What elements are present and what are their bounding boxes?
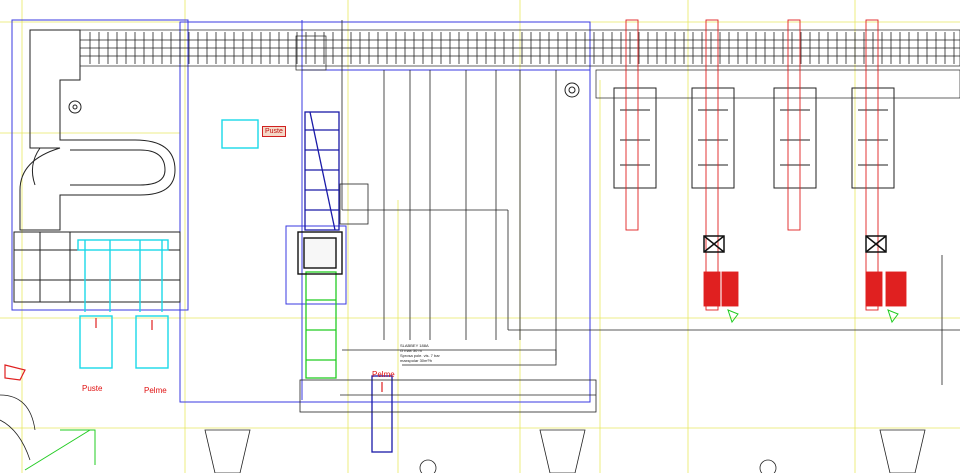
door-arcs xyxy=(0,394,777,473)
pelme-label-left: Pelme xyxy=(144,386,167,395)
warning-marks xyxy=(4,318,383,392)
green-conveyor xyxy=(305,271,337,379)
u-shaped-conveyor xyxy=(13,29,580,303)
blue-vertical-conveyor xyxy=(304,111,393,453)
cross-fixtures xyxy=(703,235,887,253)
puste-tag: Puste xyxy=(262,126,286,137)
conveyor-rollers xyxy=(89,32,955,64)
green-marks xyxy=(24,309,899,471)
equipment-note: SLABBEY 188A G max 30 m Sprosa pole. vis… xyxy=(400,343,440,363)
pelme-label-center: Pelme xyxy=(372,370,395,379)
cyan-conveyors xyxy=(77,119,259,369)
hall-lines xyxy=(204,20,960,473)
puste-label: Puste xyxy=(82,384,103,393)
pallet-lines xyxy=(613,87,895,189)
building-outlines xyxy=(11,19,591,403)
palletizer-block xyxy=(297,231,343,275)
red-stations xyxy=(625,19,907,311)
